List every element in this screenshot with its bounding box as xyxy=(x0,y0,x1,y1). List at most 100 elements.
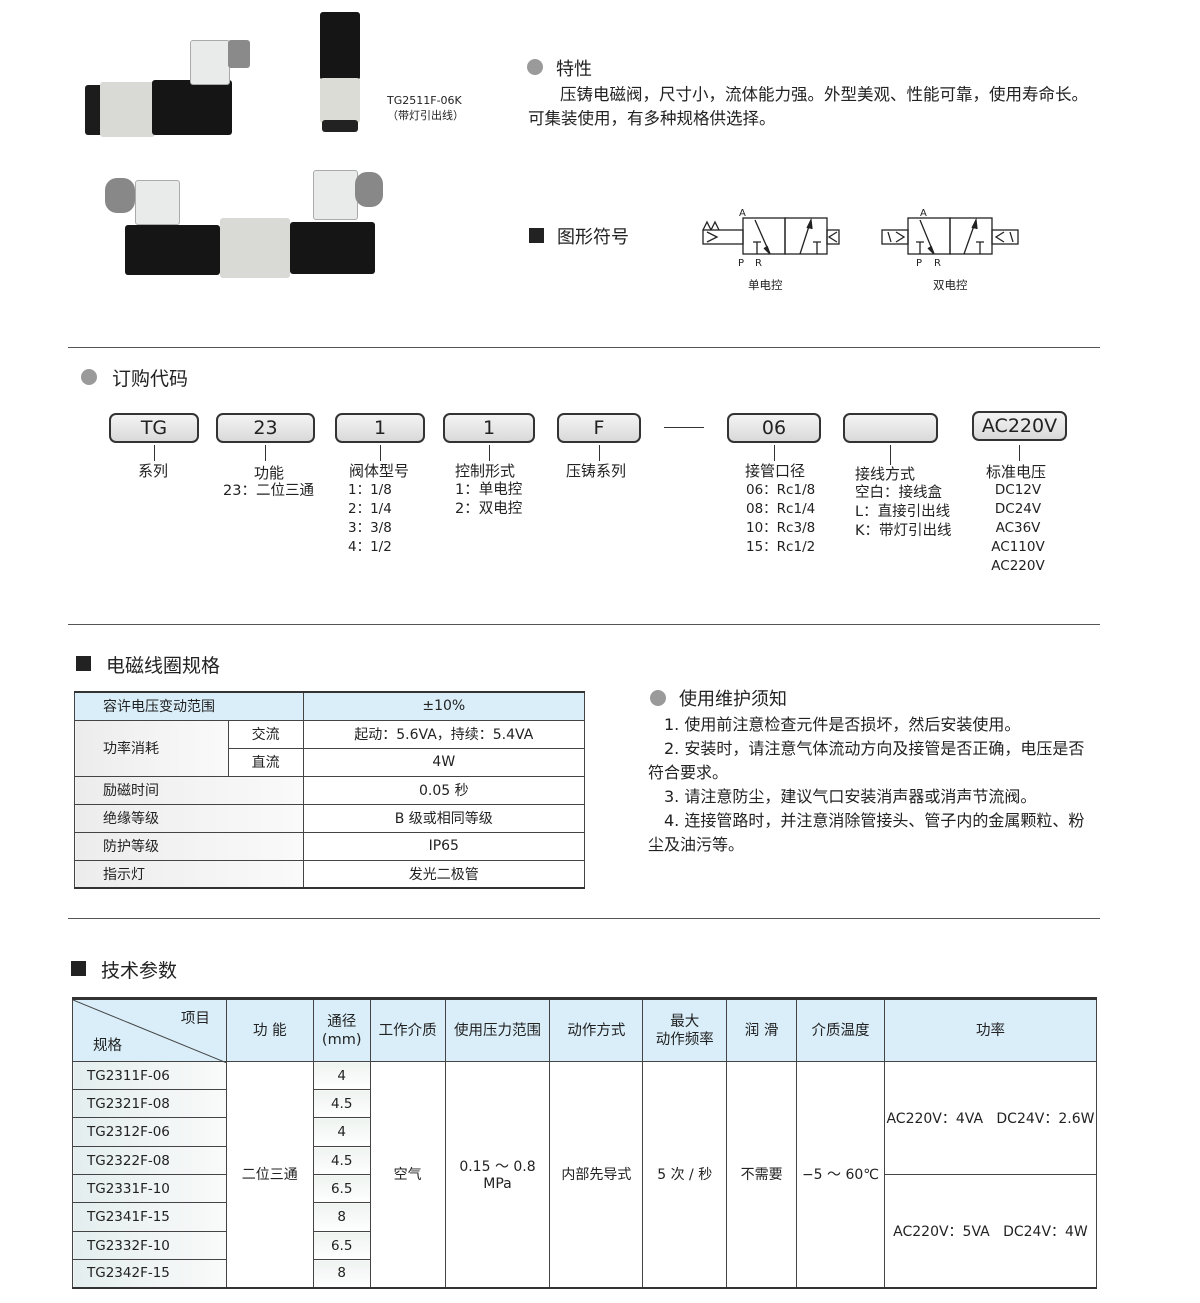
code-box-function: 23 xyxy=(216,413,315,443)
square-bullet-icon xyxy=(71,961,86,976)
cell: 励磁时间 xyxy=(74,775,304,805)
cell: 容许电压变动范围 xyxy=(74,691,304,721)
svg-text:R: R xyxy=(755,258,762,269)
option: 1：单电控 xyxy=(455,482,523,498)
tech-params-table: 项目 规格 功 能 通径(mm) 工作介质 使用压力范围 动作方式 最大动作频率… xyxy=(72,997,1098,1289)
header-lube: 润 滑 xyxy=(726,998,798,1062)
bore-cell: 8 xyxy=(312,1202,371,1232)
option: 4：1/2 xyxy=(348,539,392,555)
table-row: TG2332F-10 6.5 xyxy=(72,1231,1097,1260)
header-freq-2: 动作频率 xyxy=(655,1031,714,1048)
option: 15：Rc1/2 xyxy=(746,539,816,555)
action-cell: 内部先导式 xyxy=(549,1061,644,1288)
model-cell: TG2342F-15 xyxy=(72,1259,227,1288)
medium-cell: 空气 xyxy=(369,1061,446,1288)
option: 3：3/8 xyxy=(348,520,392,536)
maintenance-item: 3. 请注意防尘，建议气口安装消声器或消声节流阀。 xyxy=(664,787,1037,806)
square-bullet-icon xyxy=(76,656,91,671)
connector-line xyxy=(154,445,155,461)
model-cell: TG2341F-15 xyxy=(72,1202,227,1232)
features-text: 压铸电磁阀，尺寸小，流体能力强。外型美观、性能可靠，使用寿命长。可集装使用，有多… xyxy=(528,85,1088,128)
label-function: 功能 xyxy=(254,464,285,482)
connector-line xyxy=(489,445,490,461)
svg-text:R: R xyxy=(934,258,941,269)
connector-line xyxy=(890,445,891,465)
code-box-diecast: F xyxy=(557,413,641,443)
code-box-wiring xyxy=(843,413,938,443)
code-box-voltage: AC220V xyxy=(972,411,1067,441)
label-voltage: 标准电压 xyxy=(986,463,1047,481)
header-freq: 最大动作频率 xyxy=(642,998,728,1062)
lube-cell: 不需要 xyxy=(726,1061,798,1288)
option: AC110V xyxy=(991,539,1045,555)
code-box-body: 1 xyxy=(335,413,425,443)
bullet-icon xyxy=(650,690,666,706)
maintenance-item: 4. 连接管路时，并注意消除管接头、管子内的金属颗粒、粉尘及油污等。 xyxy=(648,811,1085,854)
option: 23：二位三通 xyxy=(223,483,314,499)
pressure-unit: MPa xyxy=(483,1176,512,1193)
label-diecast: 压铸系列 xyxy=(566,462,627,480)
table-row: TG2341F-15 8 xyxy=(72,1202,1097,1232)
option: 1：1/8 xyxy=(348,482,392,498)
code-box-series: TG xyxy=(109,413,199,443)
connector-line xyxy=(599,445,600,461)
label-series: 系列 xyxy=(138,462,169,480)
double-solenoid-label: 双电控 xyxy=(933,278,968,292)
bore-cell: 4.5 xyxy=(312,1146,371,1175)
order-code-title: 订购代码 xyxy=(112,368,189,390)
model-cell: TG2322F-08 xyxy=(72,1146,227,1175)
header-power: 功率 xyxy=(883,998,1098,1062)
option: DC24V xyxy=(994,501,1042,517)
label-body: 阀体型号 xyxy=(349,462,410,480)
square-bullet-icon xyxy=(529,228,544,243)
features-title: 特性 xyxy=(556,59,592,80)
header-bore-unit: (mm) xyxy=(321,1031,362,1048)
header-medium: 工作介质 xyxy=(369,998,446,1062)
code-box-port: 06 xyxy=(727,413,821,443)
cell: B 级或相同等级 xyxy=(302,803,586,833)
model-cell: TG2312F-06 xyxy=(72,1117,227,1147)
single-solenoid-label: 单电控 xyxy=(748,278,783,292)
power-cell-double: AC220V：5VA DC24V：4W xyxy=(883,1174,1098,1288)
cell: ±10% xyxy=(302,691,586,721)
connector-line xyxy=(265,445,266,461)
table-row: TG2331F-10 6.5 AC220V：5VA DC24V：4W xyxy=(72,1174,1098,1288)
header-function: 功 能 xyxy=(225,998,314,1062)
table-row: TG2342F-15 8 xyxy=(72,1259,1097,1288)
table-row: 功率消耗交流起动：5.6VA，持续：5.4VA xyxy=(74,719,586,777)
model-cell: TG2332F-10 xyxy=(72,1231,227,1260)
model-cell: TG2331F-10 xyxy=(72,1174,227,1203)
table-header-row: 项目 规格 功 能 通径(mm) 工作介质 使用压力范围 动作方式 最大动作频率… xyxy=(72,998,1098,1063)
divider xyxy=(68,624,1100,625)
maintenance-item: 1. 使用前注意检查元件是否损坏，然后安装使用。 xyxy=(664,715,1021,734)
connector-line xyxy=(380,445,381,461)
header-spec: 规格 xyxy=(93,1038,122,1054)
table-row: 指示灯发光二极管 xyxy=(74,859,586,889)
header-pressure: 使用压力范围 xyxy=(444,998,551,1062)
symbols-title: 图形符号 xyxy=(557,227,629,248)
cell: 4W xyxy=(302,747,586,777)
cell: 起动：5.6VA，持续：5.4VA xyxy=(302,719,586,749)
cell: 交流 xyxy=(227,719,304,749)
bore-cell: 8 xyxy=(312,1259,371,1288)
divider xyxy=(68,918,1100,919)
tech-title: 技术参数 xyxy=(101,960,178,982)
svg-text:P: P xyxy=(738,258,744,269)
svg-text:A: A xyxy=(920,208,927,219)
power-cell-single: AC220V：4VA DC24V：2.6W xyxy=(883,1061,1098,1175)
pressure-range: 0.15 ～ 0.8 xyxy=(459,1159,536,1176)
bore-cell: 6.5 xyxy=(312,1231,371,1260)
header-bore-label: 通径 xyxy=(327,1013,357,1030)
cell: 0.05 秒 xyxy=(302,775,586,805)
table-row: 容许电压变动范围±10% xyxy=(74,691,586,721)
svg-text:P: P xyxy=(916,258,922,269)
option: 08：Rc1/4 xyxy=(746,501,816,517)
cell: IP65 xyxy=(302,831,586,861)
maintenance-item: 2. 安装时，请注意气体流动方向及接管是否正确，电压是否符合要求。 xyxy=(648,739,1085,782)
cell: 发光二极管 xyxy=(302,859,586,889)
